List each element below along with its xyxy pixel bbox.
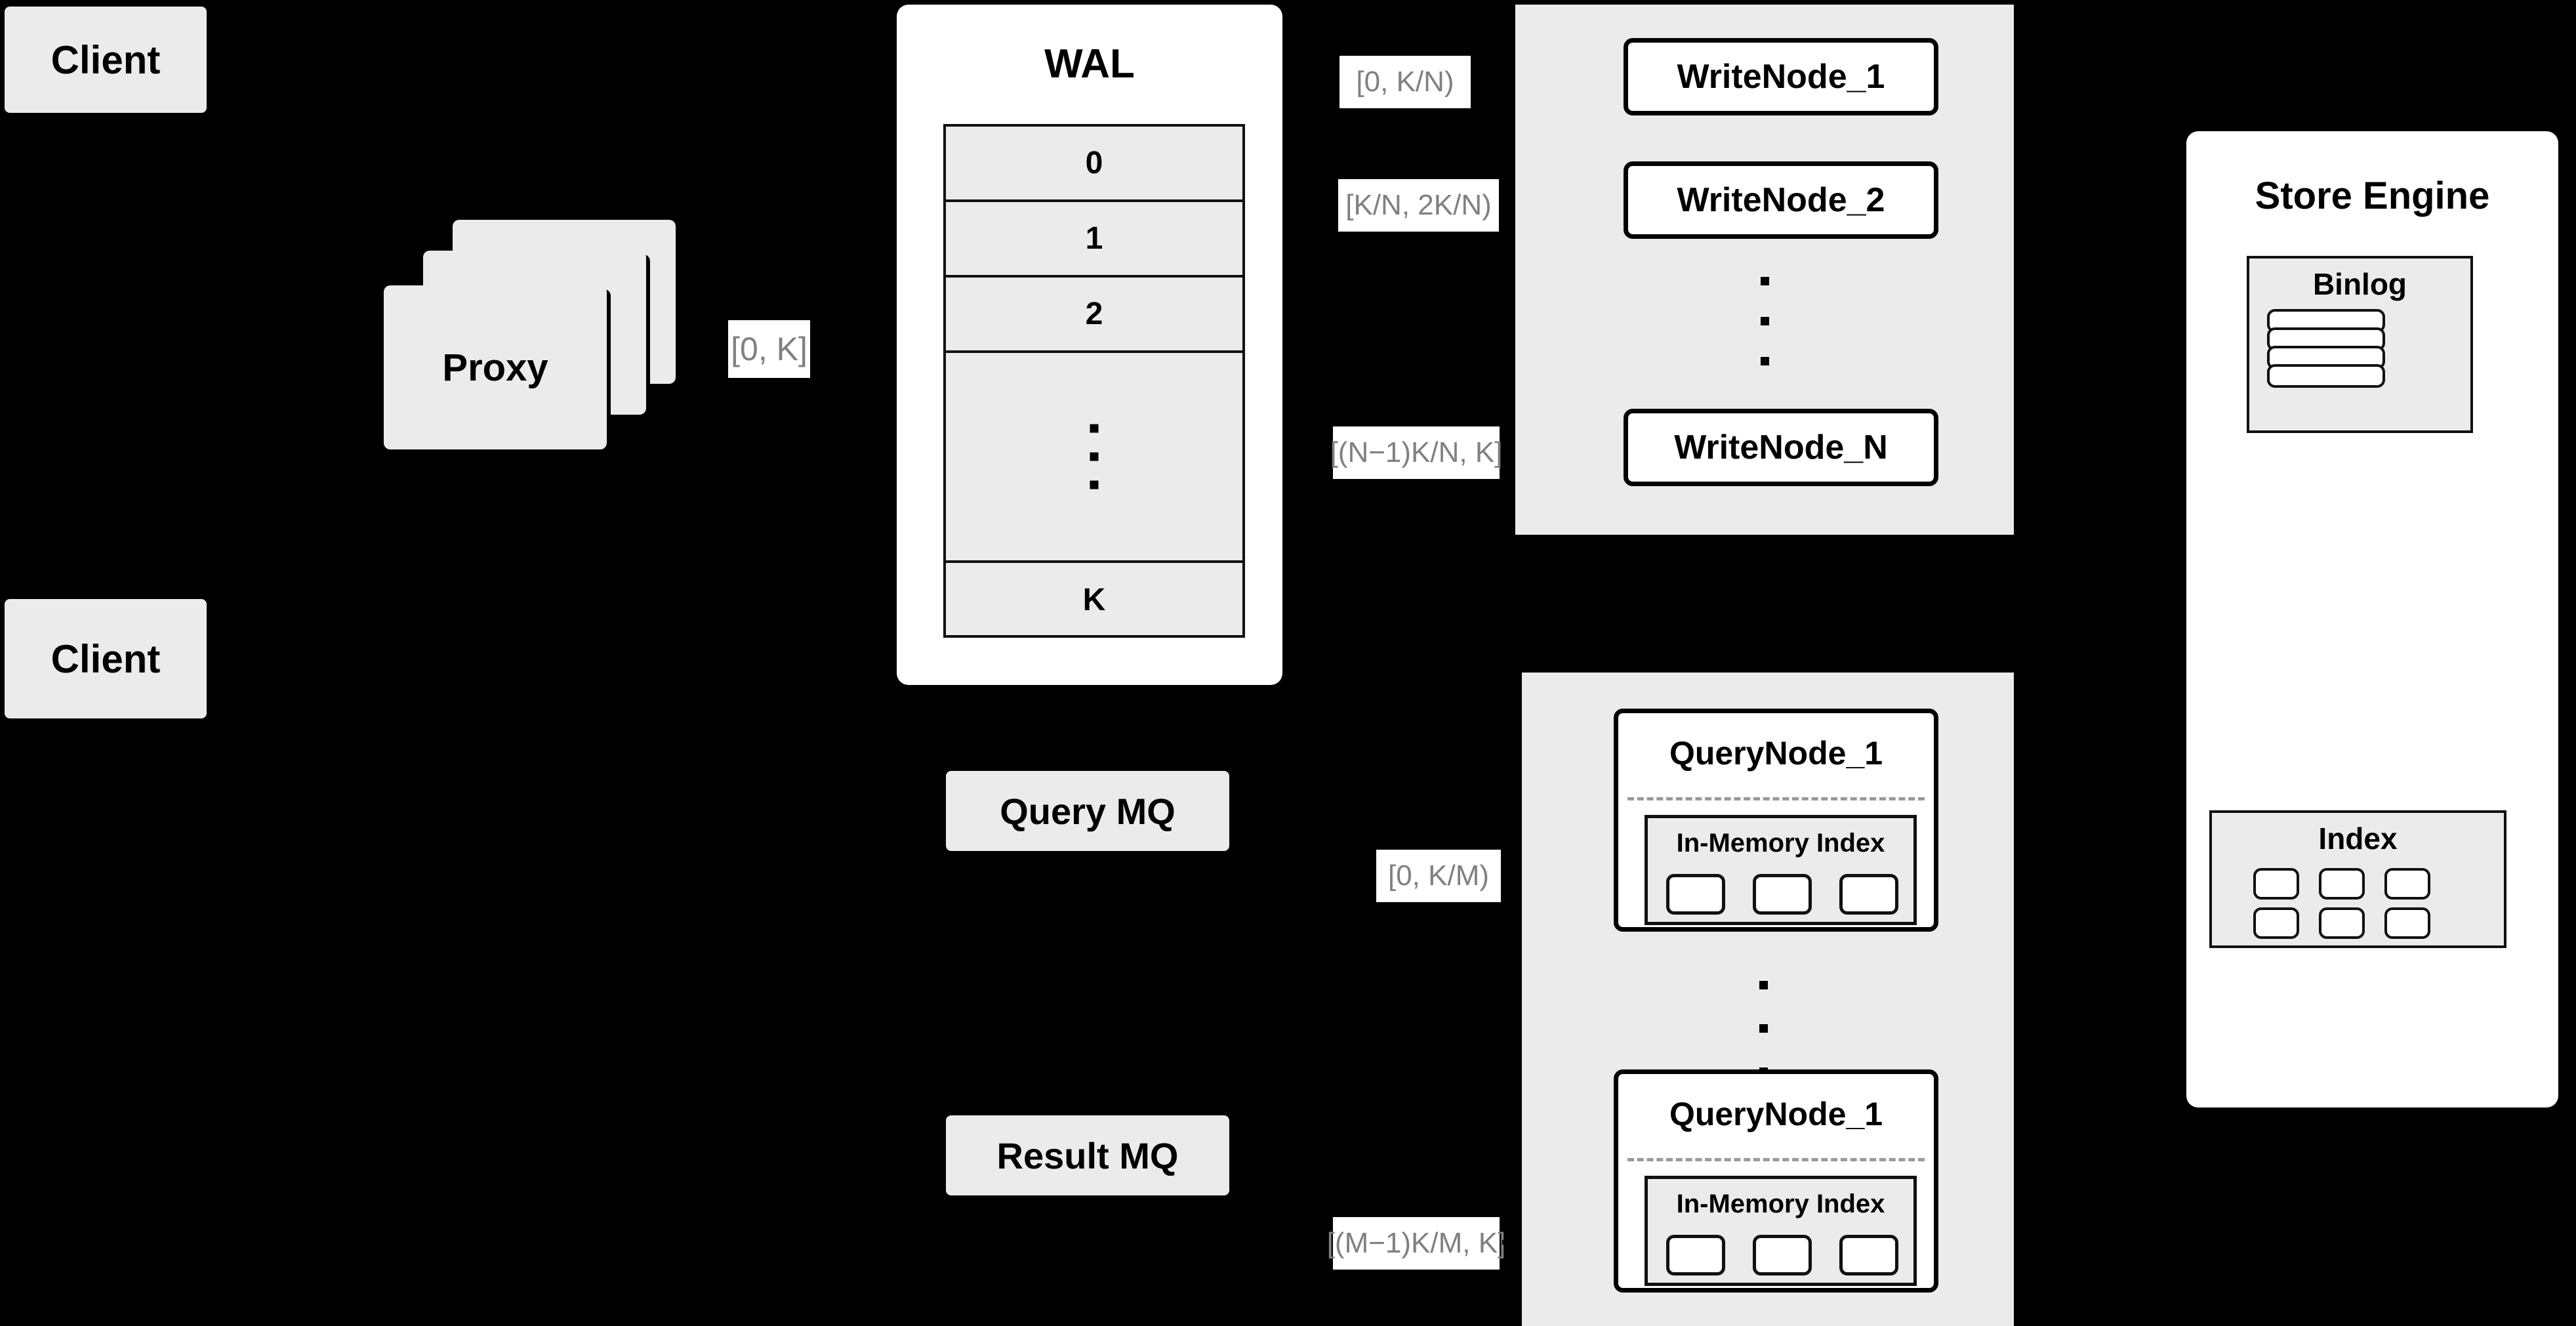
write-node-2-label: WriteNode_2 <box>1677 181 1885 219</box>
index-cell[interactable] <box>1753 1235 1812 1275</box>
wal-row-2[interactable]: 2 <box>946 278 1242 353</box>
index-cell[interactable] <box>1666 1235 1725 1275</box>
index-cell[interactable] <box>1753 874 1812 915</box>
query-node-1-separator <box>1627 797 1925 800</box>
client-box-2[interactable]: Client <box>5 599 207 718</box>
query-node-1-inmemory-index: In-Memory Index <box>1645 815 1917 925</box>
arrow-line-store-binlog <box>2152 386 2203 390</box>
write-node-n[interactable]: WriteNode_N <box>1624 409 1938 486</box>
query-cluster-ellipsis-icon <box>1759 981 1768 1076</box>
query-node-m-label: QueryNode_1 <box>1669 1096 1883 1132</box>
edge-label-proxy-to-wal: [0, K] <box>728 320 810 378</box>
index-cell[interactable] <box>1839 874 1898 915</box>
query-node-1-index-title: In-Memory Index <box>1676 829 1885 858</box>
query-mq-label: Query MQ <box>1000 790 1176 832</box>
query-node-1[interactable]: QueryNode_1 In-Memory Index <box>1614 709 1938 932</box>
client-label-1: Client <box>51 37 161 82</box>
store-engine-title: Store Engine <box>2255 175 2490 217</box>
wal-row-0[interactable]: 0 <box>946 127 1242 202</box>
proxy-label: Proxy <box>442 346 548 389</box>
store-index-cell[interactable] <box>2319 907 2365 939</box>
write-cluster-ellipsis-icon <box>1761 277 1769 365</box>
query-node-m-index-title: In-Memory Index <box>1676 1190 1885 1218</box>
edge-label-querynode-1: [0, K/M) <box>1376 850 1501 902</box>
store-engine-panel: Store Engine Binlog Index <box>2186 131 2558 1108</box>
write-node-1[interactable]: WriteNode_1 <box>1624 38 1938 115</box>
wal-ellipsis-icon <box>1090 424 1099 489</box>
wal-table: 0 1 2 K <box>943 124 1245 638</box>
wal-panel: WAL 0 1 2 K <box>897 5 1282 685</box>
index-cell[interactable] <box>1839 1235 1898 1275</box>
wal-row-1[interactable]: 1 <box>946 202 1242 278</box>
proxy-card-front[interactable]: Proxy <box>384 285 607 449</box>
result-mq-box[interactable]: Result MQ <box>946 1115 1229 1195</box>
query-mq-box[interactable]: Query MQ <box>946 771 1229 851</box>
client-label-2: Client <box>51 636 161 681</box>
store-index-cell[interactable] <box>2253 907 2299 939</box>
store-index-cell[interactable] <box>2253 868 2299 900</box>
store-index-title: Index <box>2318 821 2398 856</box>
write-node-1-label: WriteNode_1 <box>1677 58 1885 96</box>
store-index-cell[interactable] <box>2384 907 2430 939</box>
edge-label-writenode-n: [(N−1)K/N, K] <box>1330 426 1502 479</box>
store-index-cell[interactable] <box>2384 868 2430 900</box>
edge-label-writenode-1: [0, K/N) <box>1339 56 1471 108</box>
query-node-m[interactable]: QueryNode_1 In-Memory Index <box>1614 1069 1938 1293</box>
binlog-box: Binlog <box>2247 256 2473 433</box>
store-index-cell[interactable] <box>2319 868 2365 900</box>
write-node-2[interactable]: WriteNode_2 <box>1624 161 1938 239</box>
binlog-title: Binlog <box>2312 267 2407 301</box>
wal-title: WAL <box>1044 41 1135 87</box>
write-node-n-label: WriteNode_N <box>1674 428 1888 466</box>
result-mq-label: Result MQ <box>996 1134 1179 1176</box>
client-box-1[interactable]: Client <box>5 7 207 113</box>
arrow-line-store-index <box>2152 949 2203 953</box>
write-cluster-panel: WriteNode_1 WriteNode_2 WriteNode_N <box>1515 5 2014 535</box>
edge-label-querynode-m: [(M−1)K/M, K] <box>1327 1217 1505 1270</box>
query-node-m-separator <box>1627 1158 1925 1161</box>
wal-row-k[interactable]: K <box>1082 582 1106 617</box>
binlog-row[interactable] <box>2267 364 2385 388</box>
query-cluster-panel: QueryNode_1 In-Memory Index QueryNode_1 … <box>1522 673 2014 1326</box>
index-cell[interactable] <box>1666 874 1725 915</box>
query-node-1-label: QueryNode_1 <box>1669 735 1883 772</box>
store-index-box: Index <box>2209 810 2506 948</box>
query-node-m-inmemory-index: In-Memory Index <box>1645 1176 1917 1286</box>
wal-row-ellipsis <box>946 353 1242 563</box>
edge-label-writenode-2: [K/N, 2K/N) <box>1338 179 1499 232</box>
